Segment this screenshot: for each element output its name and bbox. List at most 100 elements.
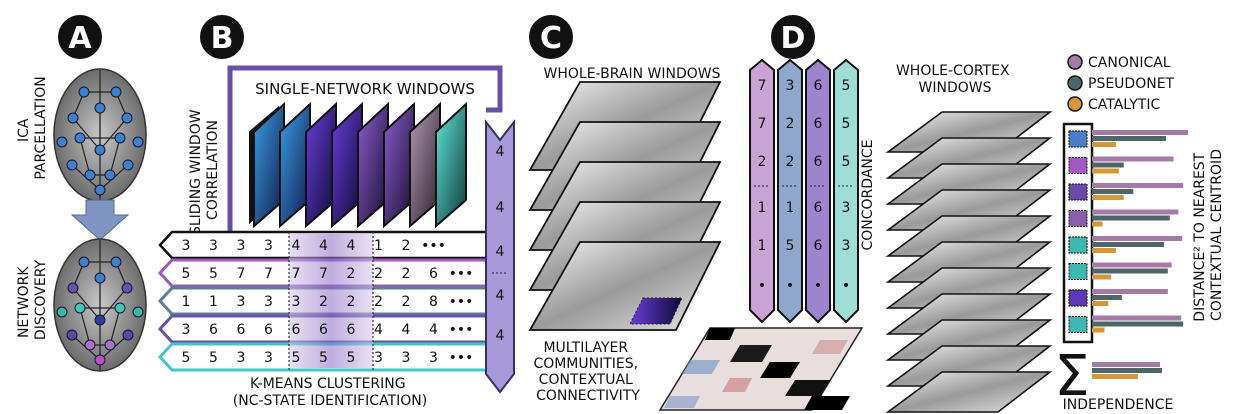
row-2-value: 7 xyxy=(237,266,246,282)
row-1-value: 1 xyxy=(374,238,383,254)
row-2-value: 7 xyxy=(319,266,328,282)
concordance-value: 3 xyxy=(786,78,795,94)
row-3-value: 3 xyxy=(264,294,273,310)
concordance-value: 6 xyxy=(814,200,823,216)
concordance-value: 7 xyxy=(758,116,767,132)
row-2-value: 5 xyxy=(209,266,218,282)
legend-swatch xyxy=(1067,96,1083,112)
row-1-value: 3 xyxy=(209,238,218,254)
row-4-value: 6 xyxy=(292,322,301,338)
row-1-value: 4 xyxy=(292,238,301,254)
canonical-bar xyxy=(1092,315,1182,321)
svg-text:C: C xyxy=(540,21,562,56)
row-5-value: 5 xyxy=(319,350,328,366)
catalytic-bar xyxy=(1092,221,1103,227)
distance-bars xyxy=(1092,130,1188,333)
pseudonet-bar xyxy=(1092,295,1122,300)
whole-brain-windows-label: WHOLE-BRAIN WINDOWS xyxy=(544,66,721,82)
row-3-value: 3 xyxy=(237,294,246,310)
row-5-value: 5 xyxy=(182,350,191,366)
row-2-value: 7 xyxy=(292,266,301,282)
concordance-value: 2 xyxy=(786,154,795,170)
connectivity-matrix xyxy=(658,327,864,411)
concordance-value: 5 xyxy=(786,238,795,254)
canonical-bar xyxy=(1092,156,1174,162)
independence-label: INDEPENDENCE xyxy=(1063,397,1174,413)
svg-text:B: B xyxy=(211,21,234,56)
concordance-value: 1 xyxy=(786,200,795,216)
row-3-value: 1 xyxy=(209,294,218,310)
canonical-bar xyxy=(1092,183,1184,188)
pseudonet-bar xyxy=(1092,136,1166,141)
panel-a: A ICA PARCELLATION NETWORK DISCOVERY xyxy=(16,13,147,372)
row-4-value: 6 xyxy=(237,322,246,338)
centroid-swatch xyxy=(1068,210,1088,227)
row-5-value: ••• xyxy=(449,350,474,366)
centroid-swatch xyxy=(1068,130,1088,148)
concordance-value: 2 xyxy=(786,116,795,132)
sliding-window-label: SLIDING WINDOW CORRELATION xyxy=(188,105,221,235)
concordance-value: 5 xyxy=(842,78,851,94)
centroid-swatch xyxy=(1068,263,1088,280)
row-5-value: 5 xyxy=(209,350,218,366)
badge-a: A xyxy=(56,13,104,61)
legend-label: CANONICAL xyxy=(1088,55,1171,71)
row-5-value: 3 xyxy=(374,350,383,366)
row-5-value: 3 xyxy=(429,350,438,366)
catalytic-bar xyxy=(1092,274,1112,280)
concordance-value: 6 xyxy=(814,238,823,254)
row-4-value: 6 xyxy=(319,322,328,338)
concordance-value: • xyxy=(786,278,794,294)
ica-label: ICA PARCELLATION xyxy=(16,76,49,179)
badge-b: B xyxy=(198,13,246,61)
concordance-value: • xyxy=(842,278,850,294)
sum-symbol: Σ xyxy=(1054,344,1089,409)
concordance-value: • xyxy=(814,278,822,294)
concordance-label: CONCORDANCE xyxy=(860,140,876,251)
catalytic-bar xyxy=(1092,195,1124,200)
legend-label: CATALYTIC xyxy=(1088,97,1160,113)
row-4-value: 4 xyxy=(429,322,438,338)
row-4-value: 6 xyxy=(347,322,356,338)
row-4-value: 4 xyxy=(402,322,411,338)
catalytic-bar xyxy=(1092,301,1109,306)
centroid-box xyxy=(1062,122,1094,344)
canonical-bar xyxy=(1092,130,1188,135)
row-5-value: 3 xyxy=(264,350,273,366)
row-3-value: 2 xyxy=(374,294,383,310)
concordance-value: 6 xyxy=(814,154,823,170)
row-4-value: 3 xyxy=(182,322,191,338)
catalytic-bar xyxy=(1092,248,1116,253)
panel-e: WHOLE-CORTEX WINDOWS CANONICALPSEUDONETC… xyxy=(885,54,1225,413)
panel-b: B SLIDING WINDOW CORRELATION SINGLE-NETW… xyxy=(157,13,515,409)
concordance-value: 3 xyxy=(842,200,851,216)
concordance-value: 1 xyxy=(758,238,767,254)
network-discovery-label: NETWORK DISCOVERY xyxy=(16,259,49,340)
concordance-column xyxy=(805,58,831,324)
row-3-value: 1 xyxy=(182,294,191,310)
concordance-value: 3 xyxy=(842,238,851,254)
row-1-value: 3 xyxy=(237,238,246,254)
catalytic-bar xyxy=(1092,142,1116,147)
row-1-value: 3 xyxy=(264,238,273,254)
pseudonet-bar xyxy=(1092,162,1124,168)
row-5-value: 5 xyxy=(347,350,356,366)
multilayer-label: MULTILAYER COMMUNITIES, CONTEXTUAL CONNE… xyxy=(533,340,642,404)
centroid-swatch xyxy=(1068,157,1088,174)
row-2-value: 6 xyxy=(429,266,438,282)
whole-cortex-windows-label: WHOLE-CORTEX WINDOWS xyxy=(896,63,1014,96)
legend-swatch xyxy=(1067,75,1083,91)
concordance-value: 1 xyxy=(758,200,767,216)
row-4-value: ••• xyxy=(449,322,474,338)
row-1-value: 3 xyxy=(182,238,191,254)
catalytic-bar xyxy=(1092,168,1119,174)
row-4-value: 4 xyxy=(374,322,383,338)
canonical-bar xyxy=(1092,236,1183,241)
kmeans-label: K-MEANS CLUSTERING (NC-STATE IDENTIFICAT… xyxy=(233,376,427,409)
brain-bottom xyxy=(53,238,147,372)
